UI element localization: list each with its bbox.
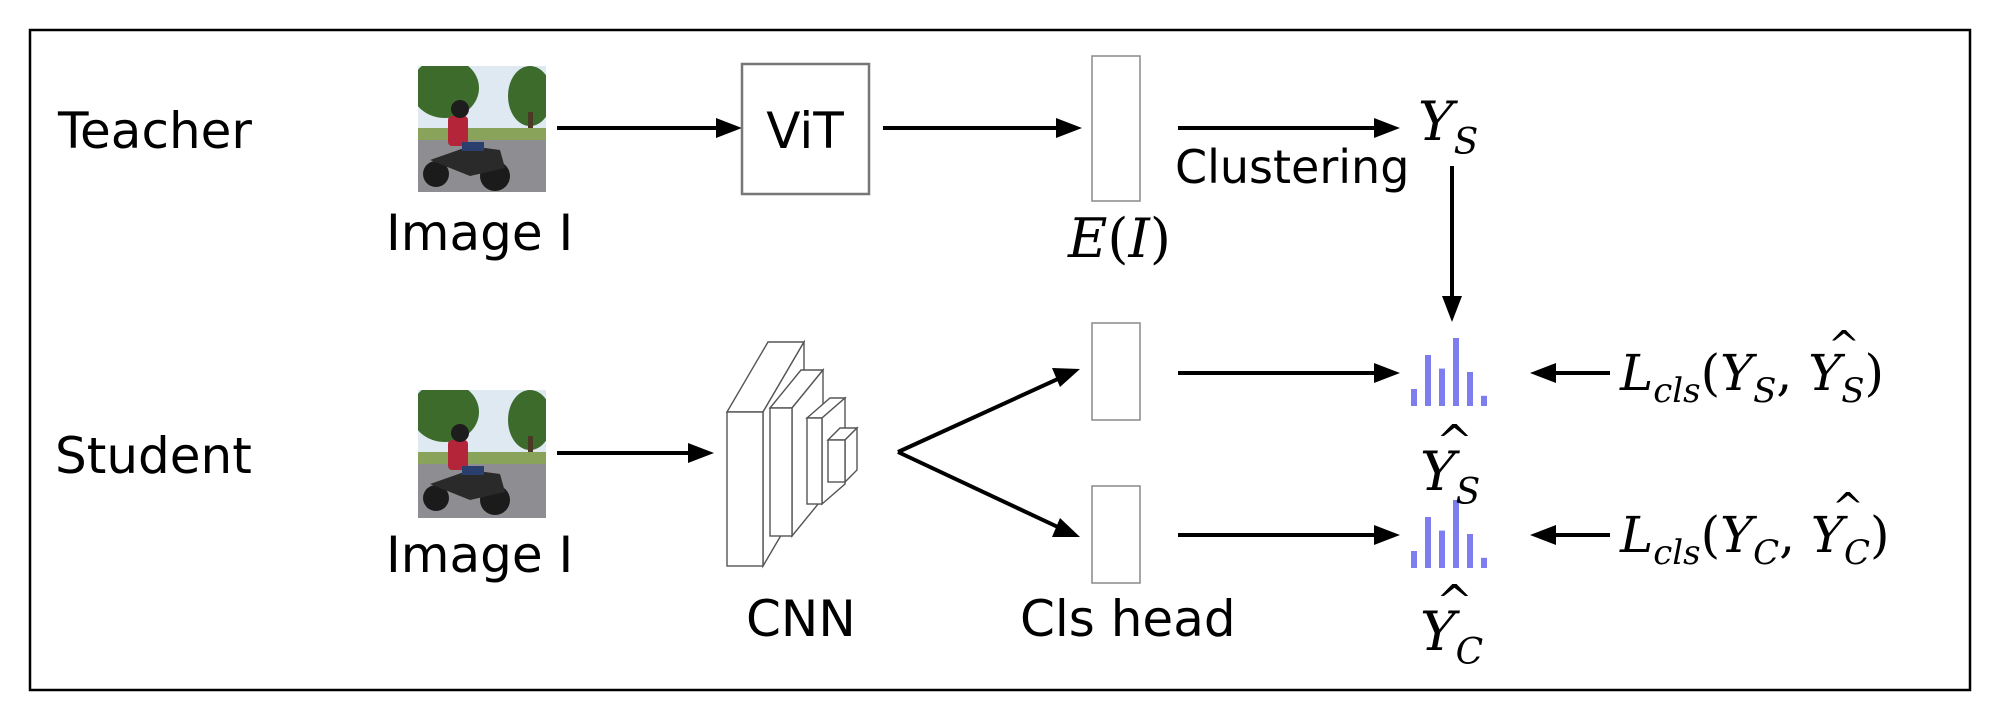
loss-s-formula: Lcls(YS, YS) (1619, 344, 1884, 411)
histogram-pred-s (1411, 338, 1487, 406)
image-bike-body (430, 470, 505, 500)
arrow-image-to-cnn-head (688, 443, 714, 463)
histogram-bar (1439, 368, 1445, 406)
arrow-ys-to-histogram-head (1442, 296, 1462, 322)
loss-s-hat: ^ (1828, 323, 1860, 367)
image-wheel (423, 485, 449, 511)
pred-yc-hat: ^ (1436, 576, 1473, 627)
teacher-input-image (418, 66, 546, 192)
arrow-head-c-to-pred-head (1374, 525, 1400, 545)
arrow-loss-c-head (1530, 525, 1556, 545)
image-tree-trunk (528, 112, 533, 138)
image-rider-legs (462, 466, 484, 475)
histogram-bar (1411, 551, 1417, 568)
teacher-row-label: Teacher (57, 102, 252, 160)
cnn-layer (769, 407, 793, 537)
image-rider-helmet (451, 424, 469, 442)
cls-head-s (1091, 322, 1141, 421)
image-tree-trunk (528, 436, 533, 462)
vit-label: ViT (766, 102, 844, 160)
cnn-label: CNN (746, 590, 856, 648)
teacher-image-caption: Image I (386, 204, 573, 262)
arrow-clustering-head (1374, 118, 1400, 138)
cls-head-label: Cls head (1020, 590, 1236, 648)
image-rider-torso (448, 116, 468, 146)
image-rider-legs (462, 142, 484, 151)
student-input-image (418, 390, 546, 518)
histogram-bar (1453, 338, 1459, 406)
histogram-bar (1481, 395, 1487, 406)
arrow-head-s-to-pred-head (1374, 363, 1400, 383)
histogram-bar (1439, 530, 1445, 568)
arrow-image-to-vit-head (716, 118, 742, 138)
image-rider-helmet (451, 100, 469, 118)
cnn-backbone (725, 339, 859, 569)
embedding-vector (1091, 55, 1141, 202)
student-image-caption: Image I (386, 526, 573, 584)
vit-box (740, 62, 871, 196)
image-grass (418, 128, 546, 140)
image-rider-torso (448, 440, 468, 470)
arrow-vit-to-embedding-head (1056, 118, 1082, 138)
arrow-cnn-to-head-c (897, 450, 1061, 530)
image-tree (508, 66, 546, 126)
arrow-cnn-to-head-s-head (1052, 368, 1080, 387)
arrow-cnn-to-head-s (897, 376, 1061, 454)
histogram-bar (1467, 372, 1473, 406)
loss-c-formula: Lcls(YC, YC) (1619, 506, 1889, 573)
image-wheel (423, 161, 449, 187)
clustering-label: Clustering (1175, 140, 1409, 194)
image-bike-body (430, 146, 505, 176)
histogram-bar (1425, 517, 1431, 568)
histogram-pred-c (1411, 500, 1487, 568)
histogram-bar (1481, 557, 1487, 568)
pred-yc-text: YC (1420, 600, 1483, 673)
arrow-cnn-to-head-c-head (1052, 518, 1080, 537)
cnn-layer (726, 411, 764, 567)
image-tree (508, 390, 546, 450)
pred-ys-label: ^ YS (1420, 416, 1480, 513)
image-grass (418, 452, 546, 464)
histogram-bar (1411, 389, 1417, 406)
diagram-frame (28, 28, 1972, 692)
cnn-layer (827, 439, 846, 483)
histogram-bar (1467, 534, 1473, 568)
loss-c-hat: ^ (1832, 485, 1864, 529)
histogram-bar (1453, 500, 1459, 568)
embedding-label: E(I) (1067, 207, 1171, 270)
arrow-loss-s-head (1530, 363, 1556, 383)
cls-head-c (1091, 485, 1141, 584)
student-row-label: Student (55, 427, 252, 485)
pred-yc-label: ^ YC (1420, 576, 1483, 673)
pred-ys-text: YS (1420, 440, 1480, 513)
histogram-bar (1425, 355, 1431, 406)
cnn-layer (806, 417, 823, 505)
pseudo-label-ys: YS (1418, 90, 1478, 163)
pred-ys-hat: ^ (1436, 416, 1473, 467)
